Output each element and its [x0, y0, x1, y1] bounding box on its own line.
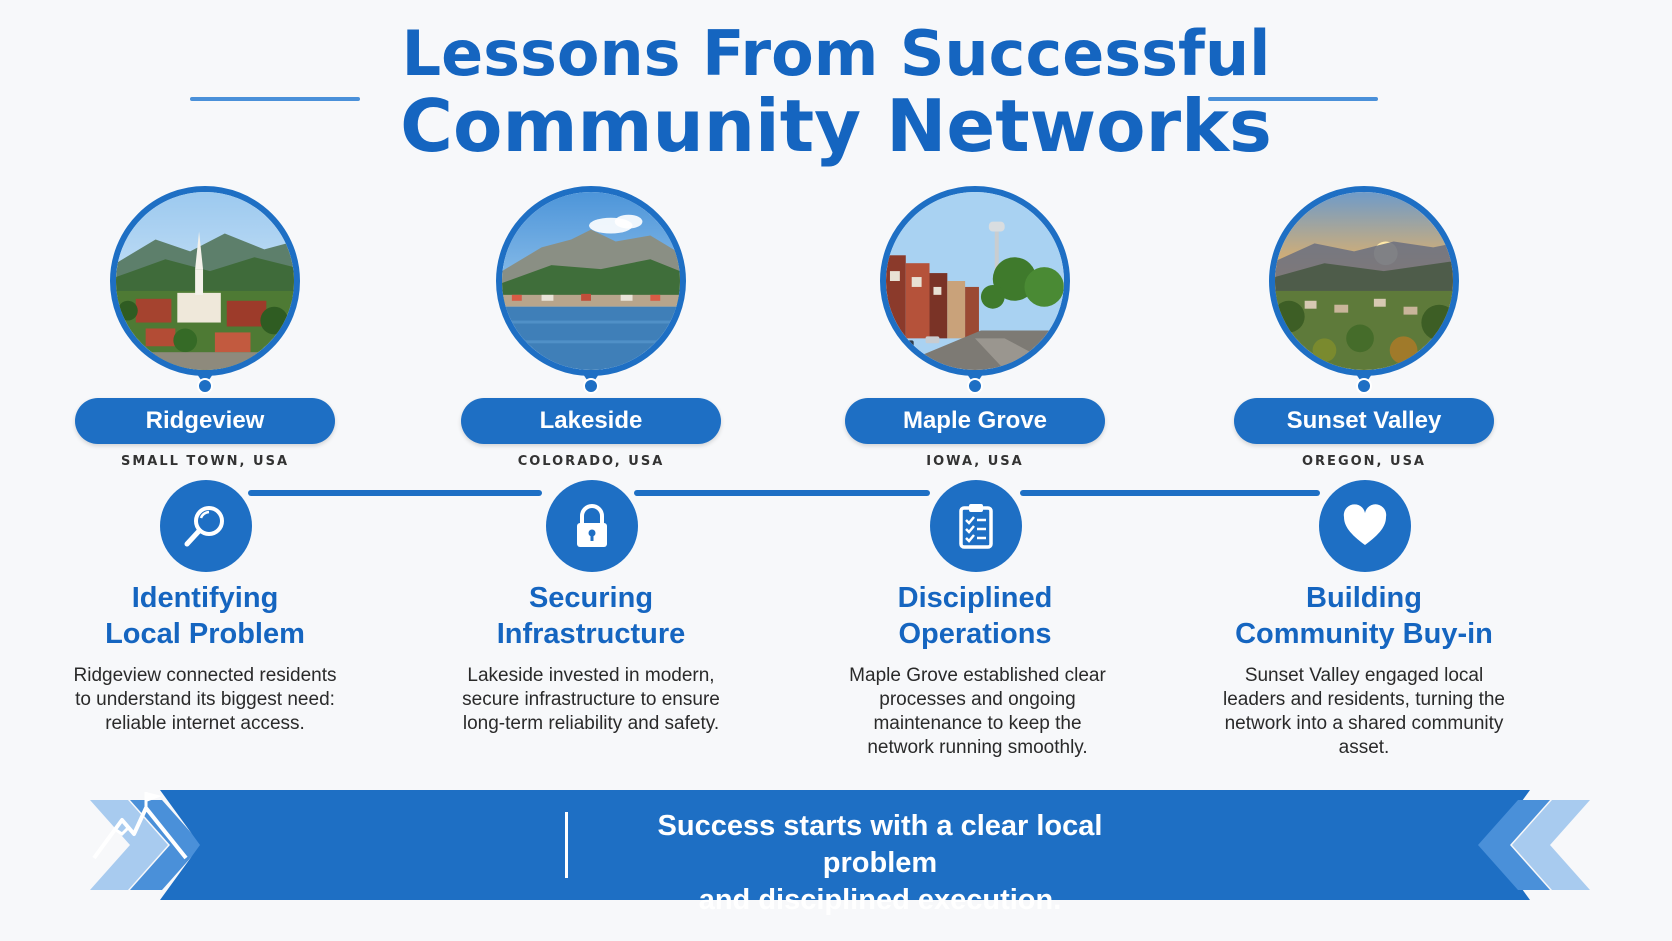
heart-icon — [1343, 504, 1387, 545]
title-line-2: Community Networks — [400, 84, 1272, 168]
community-location: COLORADO, USA — [517, 454, 665, 469]
location-pin-icon — [967, 374, 983, 394]
magnifier-icon — [184, 506, 224, 547]
lesson-title: Building Community Buy-in — [1199, 580, 1529, 652]
community-location: IOWA, USA — [926, 454, 1024, 469]
banner-ribbon — [90, 790, 1590, 900]
lesson-title: Securing Infrastructure — [426, 580, 756, 652]
community-name: Sunset Valley — [1234, 398, 1494, 444]
lesson-description: Maple Grove established clear processes … — [849, 665, 1106, 758]
community-card-sunset-valley: Sunset Valley OREGON, USA Building Commu… — [1219, 182, 1519, 802]
location-pin-icon — [197, 374, 213, 394]
title-line-1: Lessons From Successful — [401, 17, 1271, 90]
lesson-title-line-2: Local Problem — [105, 618, 305, 650]
location-pin-icon — [1356, 374, 1372, 394]
lesson-title: Disciplined Operations — [810, 580, 1140, 652]
lesson-icon-badge — [1319, 480, 1411, 572]
lesson-icon-badge — [160, 480, 252, 572]
lesson-title-line-2: Operations — [898, 618, 1052, 650]
clipboard-checklist-icon — [959, 504, 993, 549]
lesson-description: Ridgeview connected residents to underst… — [73, 665, 337, 734]
lesson-title-line-2: Community Buy-in — [1235, 618, 1493, 650]
lock-icon — [577, 504, 607, 547]
community-card-maple-grove: Maple Grove IOWA, USA Disciplined Operat… — [830, 182, 1130, 802]
community-name: Lakeside — [461, 398, 721, 444]
page-title: Lessons From Successful Community Networ… — [0, 17, 1672, 168]
lesson-icon-badge — [546, 480, 638, 572]
lesson-title-line-2: Infrastructure — [496, 618, 686, 650]
lesson-title-line-1: Securing — [528, 582, 654, 614]
lesson-title-line-1: Identifying — [131, 582, 279, 614]
mountain-flag-icon — [92, 792, 188, 860]
community-card-lakeside: Lakeside COLORADO, USA Securing Infrastr… — [446, 182, 746, 802]
banner-divider — [565, 812, 568, 878]
lesson-description: Lakeside invested in modern, secure infr… — [462, 665, 720, 734]
summary-banner: Success starts with a clear local proble… — [90, 790, 1590, 916]
title-decor-line-right — [1208, 97, 1378, 101]
community-card-ridgeview: Ridgeview SMALL TOWN, USA Identifying Lo… — [60, 182, 360, 802]
timeline-connector — [634, 490, 930, 496]
timeline-connector — [1020, 490, 1320, 496]
timeline-connector — [248, 490, 542, 496]
title-decor-line-left — [190, 97, 360, 101]
banner-message-line-2: and disciplined execution. — [698, 884, 1062, 916]
lesson-title: Identifying Local Problem — [40, 580, 370, 652]
lesson-title-line-1: Building — [1306, 582, 1422, 614]
location-pin-icon — [583, 374, 599, 394]
community-location: SMALL TOWN, USA — [120, 454, 290, 469]
town-photo — [496, 186, 686, 376]
community-name: Maple Grove — [845, 398, 1105, 444]
banner-message-line-1: Success starts with a clear local proble… — [657, 810, 1103, 879]
town-photo — [880, 186, 1070, 376]
lesson-icon-badge — [930, 480, 1022, 572]
town-photo — [110, 186, 300, 376]
town-photo — [1269, 186, 1459, 376]
community-location: OREGON, USA — [1302, 454, 1426, 469]
banner-message: Success starts with a clear local proble… — [600, 808, 1160, 919]
community-name: Ridgeview — [75, 398, 335, 444]
lesson-title-line-1: Disciplined — [897, 582, 1053, 614]
lesson-description: Sunset Valley engaged local leaders and … — [1222, 665, 1505, 758]
